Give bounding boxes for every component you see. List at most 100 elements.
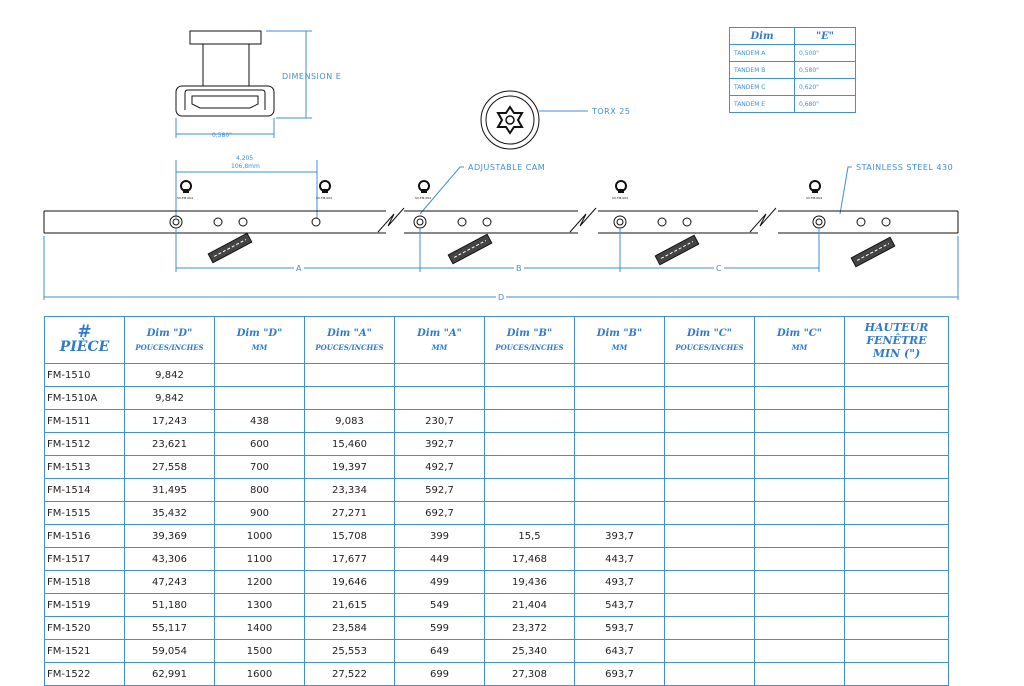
table-cell: 499 [394, 570, 485, 594]
svg-text:SV-FM-004: SV-FM-004 [806, 196, 822, 200]
table-cell [754, 432, 845, 456]
table-cell: 693,7 [574, 662, 665, 686]
table-cell: 393,7 [574, 524, 665, 548]
table-cell: 23,621 [124, 432, 215, 456]
table-cell [754, 478, 845, 502]
table-cell [754, 386, 845, 410]
table-cell [844, 432, 949, 456]
table-cell: 27,308 [484, 662, 575, 686]
table-cell [304, 386, 395, 410]
table-cell [664, 570, 755, 594]
table-cell: 649 [394, 639, 485, 663]
table-cell: 15,460 [304, 432, 395, 456]
keeper-icon: SV-FM-004 [316, 180, 332, 200]
part-number-cell: FM-1520 [44, 616, 125, 640]
width-dimension: 0,580" [212, 132, 232, 139]
table-cell: 35,432 [124, 501, 215, 525]
table-cell: 230,7 [394, 409, 485, 433]
table-cell [304, 363, 395, 387]
table-cell: 1200 [214, 570, 305, 594]
part-number-cell: FM-1511 [44, 409, 125, 433]
table-cell [664, 547, 755, 571]
table-cell [484, 432, 575, 456]
table-cell: 699 [394, 662, 485, 686]
table-cell [484, 409, 575, 433]
table-cell: 449 [394, 547, 485, 571]
header-c-inches: Dim "C"POUCES/INCHES [664, 316, 755, 364]
table-cell [844, 363, 949, 387]
table-cell [394, 386, 485, 410]
table-cell [664, 386, 755, 410]
table-cell: 9,842 [124, 363, 215, 387]
table-cell: 51,180 [124, 593, 215, 617]
torx-label: TORX 25 [591, 107, 630, 116]
table-cell [664, 662, 755, 686]
table-cell [844, 593, 949, 617]
table-cell: 438 [214, 409, 305, 433]
table-cell: 9,842 [124, 386, 215, 410]
bar-holes [169, 215, 891, 229]
table-cell [754, 662, 845, 686]
torx-screw: TORX 25 [480, 90, 630, 150]
stainless-label: STAINLESS STEEL 430 [856, 163, 953, 172]
table-cell [844, 501, 949, 525]
part-number-cell: FM-1510 [44, 363, 125, 387]
table-cell: 599 [394, 616, 485, 640]
part-number-cell: FM-1513 [44, 455, 125, 479]
table-cell [844, 547, 949, 571]
lock-bar [43, 207, 959, 234]
table-cell [664, 432, 755, 456]
part-number-cell: FM-1521 [44, 639, 125, 663]
svg-text:SV-FM-004: SV-FM-004 [415, 196, 431, 200]
table-cell [484, 455, 575, 479]
table-cell [574, 455, 665, 479]
table-cell: 800 [214, 478, 305, 502]
table-cell: 443,7 [574, 547, 665, 571]
table-cell: 692,7 [394, 501, 485, 525]
profile-stem [202, 43, 250, 87]
table-cell: 19,397 [304, 455, 395, 479]
table-cell: 1400 [214, 616, 305, 640]
header-d-mm: Dim "D"MM [214, 316, 305, 364]
table-cell [664, 616, 755, 640]
table-header: #PIÈCE Dim "D"POUCES/INCHES Dim "D"MM Di… [44, 316, 949, 364]
bar-dimensions: A B C D [43, 228, 959, 302]
table-cell [844, 616, 949, 640]
table-cell: 25,340 [484, 639, 575, 663]
table-cell: 592,7 [394, 478, 485, 502]
table-cell: 700 [214, 455, 305, 479]
part-number-cell: FM-1516 [44, 524, 125, 548]
table-cell [754, 593, 845, 617]
profile-outer-channel [175, 85, 275, 117]
dimension-table: #PIÈCE Dim "D"POUCES/INCHES Dim "D"MM Di… [44, 316, 949, 686]
table-cell: 399 [394, 524, 485, 548]
table-cell [574, 409, 665, 433]
part-number-cell: FM-1515 [44, 501, 125, 525]
dim-a-label: A [296, 264, 302, 273]
table-cell: 9,083 [304, 409, 395, 433]
table-cell [844, 409, 949, 433]
table-cell: 543,7 [574, 593, 665, 617]
table-cell: 17,468 [484, 547, 575, 571]
part-number-cell: FM-1514 [44, 478, 125, 502]
table-cell: 27,522 [304, 662, 395, 686]
svg-text:SV-FM-004: SV-FM-004 [612, 196, 628, 200]
table-cell [754, 455, 845, 479]
table-cell: 39,369 [124, 524, 215, 548]
svg-text:SV-FM-004: SV-FM-004 [177, 196, 193, 200]
table-cell: 392,7 [394, 432, 485, 456]
spacing-mm: 106,8mm [231, 163, 260, 170]
table-cell [754, 616, 845, 640]
header-b-mm: Dim "B"MM [574, 316, 665, 364]
header-c-mm: Dim "C"MM [754, 316, 845, 364]
table-cell [484, 386, 575, 410]
table-cell: 1100 [214, 547, 305, 571]
profile-section: DIMENSION E 0,580" [175, 30, 341, 139]
table-cell: 62,991 [124, 662, 215, 686]
table-cell: 21,615 [304, 593, 395, 617]
